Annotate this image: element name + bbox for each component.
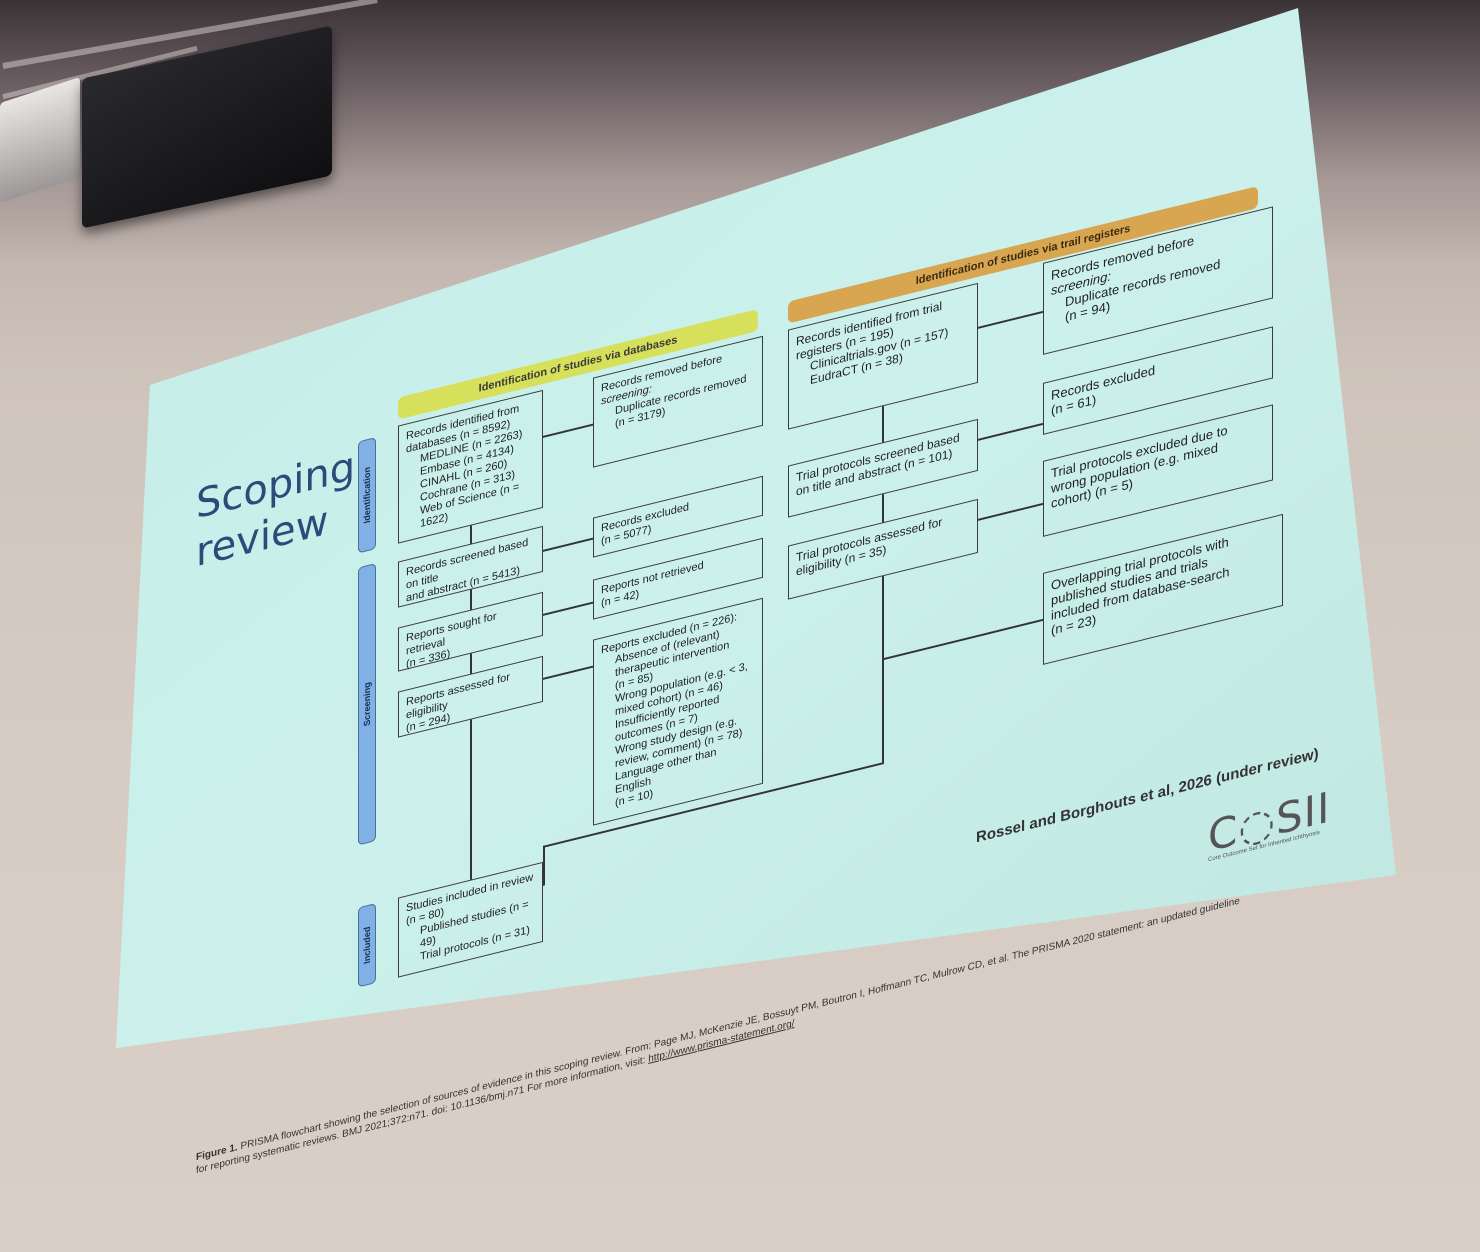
connector-reg-down-2 [882, 494, 884, 523]
connector-reg-down-1 [882, 406, 884, 443]
connector-reg-right-1 [978, 310, 1043, 329]
reg-overlapping-protocols: Overlapping trial protocols with publish… [1043, 513, 1283, 665]
connector-reg-down-3 [882, 576, 884, 763]
connector-db-right-1 [543, 423, 593, 438]
connector-db-right-4 [543, 665, 593, 680]
connector-db-down-3 [470, 653, 472, 674]
cosii-logo: C◌SII Core Outcome Set for Inherited Ich… [1208, 773, 1368, 872]
stage-included: Included [358, 902, 376, 988]
slide-title: Scoping review [196, 443, 355, 577]
stage-identification-label: Identification [362, 465, 372, 525]
stage-identification: Identification [358, 436, 376, 554]
db-reports-excluded: Reports excluded (n = 226): Absence of (… [593, 597, 763, 826]
connector-included-tip [543, 845, 545, 886]
stage-screening-label: Screening [362, 681, 372, 728]
connector-db-down-1 [470, 525, 472, 544]
logo-text: C◌SII [1208, 782, 1331, 862]
connector-reg-right-4 [882, 618, 1043, 661]
connector-reg-right-2 [978, 422, 1043, 441]
stage-included-label: Included [362, 925, 372, 965]
stage-screening: Screening [358, 562, 376, 846]
connector-db-down-2 [470, 589, 472, 610]
connector-db-down-4 [470, 719, 472, 880]
connector-reg-right-3 [978, 502, 1043, 521]
connector-db-right-3 [543, 601, 593, 616]
connector-db-right-2 [543, 537, 593, 552]
